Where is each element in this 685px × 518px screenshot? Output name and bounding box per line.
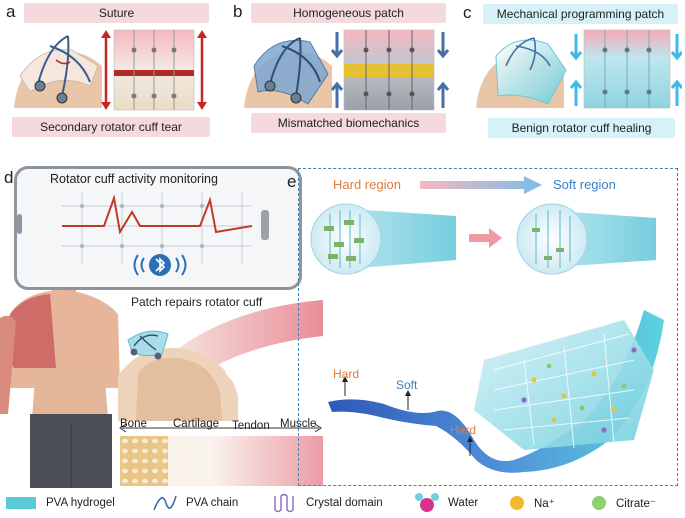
legend-sodium: Na⁺	[508, 490, 555, 516]
panel-c-label: c	[463, 3, 472, 22]
legend-citrate: Citrate⁻	[590, 490, 656, 516]
legend-label-pva-chain: PVA chain	[186, 497, 239, 509]
gradient-hydrogel-ribbon	[328, 310, 664, 473]
hard-to-soft-arrow	[420, 176, 542, 194]
phone-frame	[14, 166, 302, 290]
legend-label-water: Water	[448, 497, 479, 509]
soft-label-middle: Soft	[396, 378, 418, 392]
panel-c-illustration	[476, 29, 682, 109]
panel-b-caption: Mismatched biomechanics	[251, 113, 446, 133]
legend-water: Water	[414, 490, 478, 516]
tissue-label-tendon: Tendon	[232, 420, 270, 432]
sodium-ion-icon	[510, 496, 524, 510]
tissue-label-cartilage: Cartilage	[173, 418, 220, 430]
phone-title: Rotator cuff activity monitoring	[50, 172, 218, 186]
legend-pva-hydrogel: PVA hydrogel	[6, 490, 115, 516]
hard-label-right: Hard	[450, 423, 477, 437]
phone-home-button	[17, 214, 22, 234]
hard-label-left: Hard	[333, 367, 360, 381]
panel-c-caption: Benign rotator cuff healing	[488, 118, 675, 138]
soft-region-label: Soft region	[553, 177, 616, 192]
structure-callouts	[310, 203, 656, 275]
shoulder-tendon-illustration	[118, 300, 323, 421]
citrate-ion-icon	[592, 496, 606, 510]
legend-label-sodium: Na⁺	[534, 498, 555, 510]
panel-e-frame	[298, 168, 678, 486]
panel-e-label: e	[287, 172, 297, 191]
panel-a-illustration	[14, 29, 207, 111]
legend-pva-chain: PVA chain	[152, 490, 238, 516]
panel-a-label: a	[6, 2, 16, 21]
panel-b-illustration	[244, 29, 450, 111]
phone-side-button	[261, 210, 269, 240]
tissue-scale-arrow	[119, 423, 322, 433]
legend-label-crystal-domain: Crystal domain	[306, 497, 383, 509]
panel-a-title: Suture	[24, 3, 209, 23]
patch-caption: Patch repairs rotator cuff	[131, 295, 263, 309]
legend-label-citrate: Citrate⁻	[616, 498, 656, 510]
legend-crystal-domain: Crystal domain	[272, 490, 383, 516]
panel-a-caption: Secondary rotator cuff tear	[12, 117, 210, 137]
pva-chain-icon	[153, 495, 177, 511]
bluetooth-icon	[133, 254, 187, 276]
activity-signal-plot	[62, 192, 252, 264]
legend-label-pva-hydrogel: PVA hydrogel	[46, 497, 115, 509]
panel-c-title: Mechanical programming patch	[483, 4, 678, 24]
panel-d-label: d	[4, 168, 14, 187]
hard-region-label: Hard region	[333, 177, 401, 192]
crystal-domain-icon	[274, 493, 294, 513]
tissue-gradient-bar	[120, 436, 323, 486]
pva-hydrogel-swatch-icon	[6, 497, 36, 509]
water-molecule-icon	[415, 493, 439, 512]
tissue-label-bone: Bone	[120, 418, 147, 430]
panel-b-title: Homogeneous patch	[251, 3, 446, 23]
panel-b-label: b	[233, 2, 243, 21]
